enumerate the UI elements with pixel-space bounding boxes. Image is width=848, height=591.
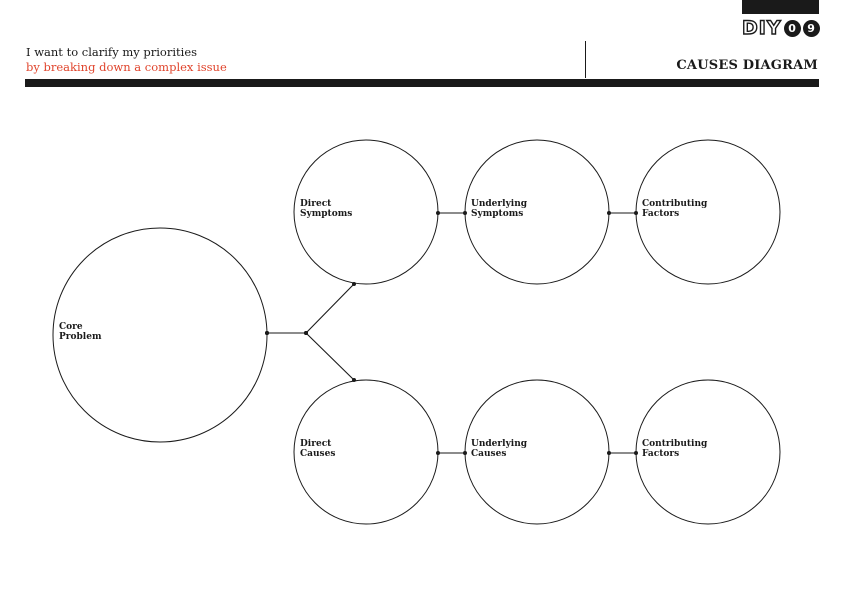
page-title: CAUSES DIAGRAM [676,58,818,73]
connector-core-direct-causes [305,332,355,381]
node-label-direct-causes: Causes [300,449,335,459]
node-label-underlying-causes: Causes [471,449,506,459]
node-circle-direct-symptoms [293,139,439,285]
node-circle-core [52,227,268,443]
header-divider [585,41,586,78]
diy-logo: DIY 0 9 [741,16,820,40]
subtitle-line-1: I want to clarify my priorities [26,45,198,59]
logo-digit-1: 0 [783,19,801,37]
header-top-bar [742,0,819,14]
node-circle-underlying-symptoms [464,139,610,285]
node-circle-contributing-factors-top [635,139,781,285]
node-label-core: Problem [59,332,102,342]
subtitle-line-2: by breaking down a complex issue [26,60,227,74]
node-label-underlying-causes: Underlying [471,439,528,449]
node-label-core: Core [59,322,83,332]
node-label-underlying-symptoms: Underlying [471,199,528,209]
header-bottom-bar [25,79,819,87]
node-label-contributing-factors-top: Factors [642,209,679,219]
node-label-contributing-factors-bottom: Factors [642,449,679,459]
node-label-direct-causes: Direct [300,439,332,449]
node-circle-contributing-factors-bottom [635,379,781,525]
logo-text: DIY [741,16,782,39]
node-circle-direct-causes [293,379,439,525]
connector-core-direct-symptoms [305,283,355,334]
connector-dot [304,331,308,335]
node-label-contributing-factors-top: Contributing [642,199,708,209]
node-label-direct-symptoms: Direct [300,199,332,209]
node-circle-underlying-causes [464,379,610,525]
node-label-direct-symptoms: Symptoms [300,209,352,219]
node-label-underlying-symptoms: Symptoms [471,209,523,219]
node-label-contributing-factors-bottom: Contributing [642,439,708,449]
logo-digit-2: 9 [802,19,820,37]
